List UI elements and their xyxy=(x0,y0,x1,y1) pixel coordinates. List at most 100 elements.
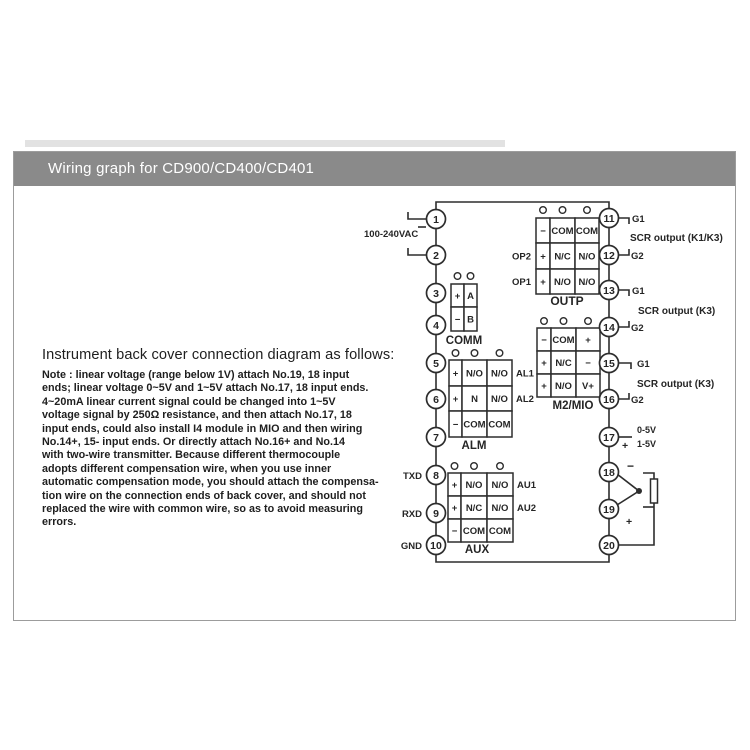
terminal-19 xyxy=(598,498,620,520)
terminal-13 xyxy=(598,279,620,301)
terminal-2 xyxy=(425,244,447,266)
g1-label-2: G1 xyxy=(632,286,645,297)
terminal-16-number: 16 xyxy=(603,394,615,406)
top-bus-wire xyxy=(435,201,610,210)
terminal-20 xyxy=(598,534,620,556)
m2mio-cell-label: + xyxy=(585,335,591,346)
minus-sign-18: − xyxy=(627,459,634,473)
terminal-15-number: 15 xyxy=(603,358,615,370)
outp-cell-label: COM xyxy=(576,226,598,237)
screw-terminal-icon xyxy=(583,205,592,214)
g1-hook-13 xyxy=(619,289,630,296)
comm-cell-label: B xyxy=(467,315,474,326)
terminal-3-number: 3 xyxy=(433,288,439,300)
section-header-title: Wiring graph for CD900/CD400/CD401 xyxy=(48,160,315,177)
resistor-top-wire xyxy=(643,472,655,479)
plus-sign-19: + xyxy=(626,516,632,528)
terminal-10-number: 10 xyxy=(430,540,442,552)
alm-cell-label: N/O xyxy=(491,369,508,380)
alm-cell-label: N/O xyxy=(466,369,483,380)
aux-cell-label: N/O xyxy=(492,480,509,491)
photo-strip xyxy=(25,140,505,147)
bottom-bus-wire xyxy=(435,554,610,563)
m2mio-block-label: M2/MIO xyxy=(553,400,594,412)
alm-block-cell xyxy=(461,410,488,438)
alm-block-cell xyxy=(486,385,513,412)
screw-terminal-icon xyxy=(470,349,479,358)
terminal-5-number: 5 xyxy=(433,358,439,370)
outp-cell-label: N/O xyxy=(579,252,596,263)
outp-block-cell xyxy=(574,268,600,295)
comm-cell-label: + xyxy=(455,291,461,302)
resistor-to-20-wire xyxy=(618,503,655,546)
g1-label-1: G1 xyxy=(632,214,645,225)
scr-output-label-1: SCR output (K1/K3) xyxy=(630,233,723,244)
comm-cell-label: A xyxy=(467,291,474,302)
comm-block-label: COMM xyxy=(446,335,482,347)
screw-terminal-icon xyxy=(453,272,462,281)
aux-cell-label: − xyxy=(452,526,458,537)
outp-row-tag: OP1 xyxy=(512,277,532,288)
alm-cell-label: N xyxy=(471,394,478,405)
m2mio-cell-label: + xyxy=(541,381,547,392)
alm-cell-label: COM xyxy=(463,420,485,431)
outp-block-cell xyxy=(549,242,576,270)
aux-cell-label: N/O xyxy=(466,480,483,491)
terminal-3 xyxy=(425,282,447,304)
comm-cell-label: − xyxy=(455,315,461,326)
alm-block-cell xyxy=(461,359,488,387)
g2-hook-16 xyxy=(619,393,630,400)
m2mio-cell-label: V+ xyxy=(582,381,594,392)
terminal-6 xyxy=(425,388,447,410)
terminal-9-number: 9 xyxy=(433,508,439,520)
terminal-6-number: 6 xyxy=(433,394,439,406)
plus-sign-17: + xyxy=(622,440,628,452)
g2-hook-14 xyxy=(619,321,630,328)
thermocouple-junction-dot xyxy=(636,488,642,494)
alm-cell-label: COM xyxy=(488,420,510,431)
terminal-7 xyxy=(425,426,447,448)
screw-terminal-icon xyxy=(558,205,567,214)
section-header: Wiring graph for CD900/CD400/CD401 xyxy=(14,152,735,186)
terminal-15 xyxy=(598,352,620,374)
m2mio-cell-label: − xyxy=(541,335,547,346)
outp-block-label: OUTP xyxy=(550,294,583,308)
thermocouple-wire-19 xyxy=(616,490,640,506)
range-0-5v-label: 0-5V xyxy=(637,425,656,435)
alm-cell-label: + xyxy=(453,394,459,405)
screw-terminal-icon xyxy=(495,349,504,358)
power-voltage-label: 100-240VAC xyxy=(364,229,418,240)
resistor-icon xyxy=(649,478,659,504)
aux-cell-label: + xyxy=(452,503,458,514)
alm-block-label: ALM xyxy=(462,440,487,452)
outp-cell-label: − xyxy=(540,226,546,237)
m2mio-cell-label: − xyxy=(585,358,591,369)
terminal-16 xyxy=(598,388,620,410)
scr-output-label-3: SCR output (K3) xyxy=(637,379,714,390)
terminal-12 xyxy=(598,244,620,266)
range-1-5v-label: 1-5V xyxy=(637,439,656,449)
g2-label-3: G2 xyxy=(631,395,644,406)
alm-cell-label: + xyxy=(453,369,459,380)
terminal-17 xyxy=(598,426,620,448)
terminal-4 xyxy=(425,314,447,336)
m2mio-cell-label: N/C xyxy=(555,358,572,369)
aux-block-label: AUX xyxy=(465,544,490,556)
m2mio-block-cell xyxy=(575,373,601,398)
aux-cell-label: COM xyxy=(489,526,511,537)
g1-hook-11 xyxy=(619,217,630,224)
screw-terminal-icon xyxy=(559,317,568,326)
terminal-1 xyxy=(425,208,447,230)
description-note: Note : linear voltage (range below 1V) a… xyxy=(42,369,379,529)
alm-row-tag: AL2 xyxy=(516,394,534,405)
aux-row-tag: AU2 xyxy=(517,503,536,514)
g1-hook-15 xyxy=(619,362,632,369)
alm-cell-label: − xyxy=(453,420,459,431)
terminal-11-number: 11 xyxy=(603,213,614,225)
aux-block-cell xyxy=(486,518,514,543)
outp-cell-label: N/C xyxy=(554,252,571,263)
thermocouple-wire-18 xyxy=(616,473,640,492)
terminal-14-number: 14 xyxy=(603,322,615,334)
